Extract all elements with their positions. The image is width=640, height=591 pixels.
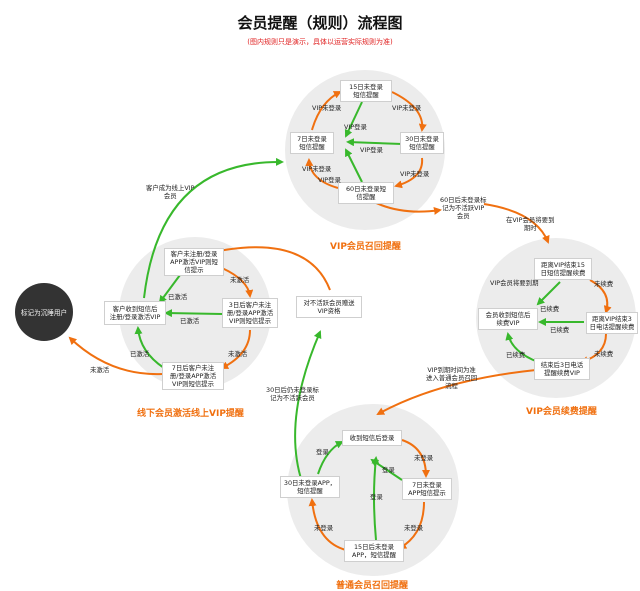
renew-label-paid-1: 已续费 — [540, 305, 560, 313]
page-title: 会员提醒（规则）流程图 — [237, 14, 403, 32]
arrow-normal-15day-to-30day — [308, 498, 347, 551]
renew-paid-box: 会员收到短信后 续费VIP — [478, 308, 538, 330]
vip-30-day-box: 30日未登录 短信提醒 — [400, 132, 444, 154]
normal-caption: 普通会员召回提醒 — [336, 581, 409, 591]
arrow-offline-7day-activated — [134, 326, 165, 369]
connector-vip-expiring: 在VIP会员将要到 期时 — [506, 216, 555, 232]
normal-label-not-login-1: 未登录 — [414, 454, 434, 462]
arrow-vip-15-login — [344, 101, 363, 138]
offline-unregistered-box: 客户未注册/登录 APP激活VIP则短 信提示 — [164, 248, 224, 276]
normal-15-day-box: 15日后未登录 APP，短信提醒 — [344, 540, 404, 562]
offline-3-day-box: 3日后客户未注 册/登录APP激活 VIP则短信提示 — [222, 298, 278, 328]
connector-normal-30-days: 30日后仍未登录标 记为不活跃会员 — [266, 386, 319, 402]
normal-label-login-3: 登录 — [370, 493, 383, 501]
arrow-vip-30-login — [346, 138, 403, 147]
normal-label-not-login-3: 未登录 — [314, 524, 334, 532]
arrow-normal-login-to-7day — [401, 439, 430, 478]
offline-caption: 线下会员激活线上VIP提醒 — [137, 409, 244, 419]
arrow-vip-60-login — [345, 148, 363, 183]
connector-offline-to-vip: 客户成为线上VIP 会员 — [146, 184, 195, 200]
vip-label-login-3: VIP登录 — [318, 176, 341, 184]
normal-login-box: 收到短信后登录 — [342, 430, 402, 446]
arrow-renew-15-paid — [536, 281, 561, 306]
arrow-offline-top-activated — [158, 274, 181, 304]
offline-label-activated-1: 已激活 — [168, 293, 188, 301]
normal-label-login-1: 登录 — [316, 448, 329, 456]
arrow-vip-60-to-7 — [305, 158, 339, 189]
connector-offline-unactivated: 未激活 — [90, 366, 110, 374]
connector-vip-60-days: 60日后未登录标 记为不活跃VIP 会员 — [440, 196, 487, 220]
renew-15-day-box: 距离VIP结束15 日短信提醒续费 — [534, 258, 592, 280]
offline-activated-box: 客户收到短信后 注册/登录激活VIP — [104, 301, 166, 325]
vip-recall-caption: VIP会员召回提醒 — [330, 242, 401, 252]
arrow-normal-30day-login — [317, 441, 344, 475]
arrow-normal-15day-login — [371, 456, 380, 541]
normal-7-day-box: 7日未登录 APP短信提示 — [402, 478, 452, 500]
arrow-renew-15-to-3 — [589, 279, 612, 314]
vip-label-login-2: VIP登录 — [360, 146, 383, 154]
vip-label-not-login-2: VIP未登录 — [392, 104, 422, 112]
renew-3-day-box: 距离VIP结束3 日电话提醒续费 — [586, 312, 638, 334]
arrow-normal-to-gift — [294, 330, 322, 483]
arrow-vip-7-to-15 — [311, 91, 342, 131]
renewal-caption: VIP会员续费提醒 — [526, 407, 597, 417]
renew-label-unpaid-1: 未续费 — [594, 280, 614, 288]
normal-30-day-box: 30日未登录APP， 短信提醒 — [280, 476, 340, 498]
offline-label-not-activated-1: 未激活 — [230, 276, 250, 284]
arrow-renew-after-paid — [505, 332, 539, 363]
renew-label-unpaid-2: 未续费 — [594, 350, 614, 358]
arrow-offline-top-to-3day — [221, 267, 254, 298]
arrow-offline-3day-activated — [164, 309, 223, 318]
renew-label-expiring: VIP会员将要到期 — [490, 279, 539, 287]
offline-label-activated-2: 已激活 — [180, 317, 200, 325]
arrow-offline-to-vip — [143, 157, 284, 299]
circle-vip-renewal — [476, 238, 636, 398]
page-subtitle: (图内规则只是演示，具体以运营实际规则为准) — [247, 38, 393, 46]
offline-label-not-activated-2: 未激活 — [228, 350, 248, 358]
offline-7-day-box: 7日后客户未注 册/登录APP激活 VIP则短信提示 — [162, 362, 224, 390]
vip-60-day-box: 60日未登录短 信提醒 — [338, 182, 394, 204]
circle-vip-recall — [285, 70, 445, 230]
arrow-offline-to-sleep — [68, 336, 163, 376]
arrow-offline-3day-to-7day — [220, 329, 251, 369]
vip-label-not-login-4: VIP未登录 — [302, 165, 332, 173]
renew-after-box: 结束后3日电话 提醒续费VIP — [534, 358, 590, 380]
arrow-vip-30-to-60 — [394, 157, 424, 189]
inactive-member-gift-box: 对不活跃会员赠送 VIP资格 — [296, 296, 362, 318]
vip-label-not-login-3: VIP未登录 — [400, 170, 430, 178]
terminal-sleeping-user: 标记为沉睡用户 — [15, 283, 73, 341]
arrow-vip-15-to-30 — [391, 91, 427, 132]
renew-label-paid-2: 已续费 — [550, 326, 570, 334]
vip-7-day-box: 7日未登录 短信提醒 — [290, 132, 334, 154]
vip-label-login-1: VIP登录 — [344, 123, 367, 131]
normal-label-login-2: 登录 — [382, 466, 395, 474]
connector-vip-expired: VIP到期时间为准 进入普通会员召回 流程 — [426, 366, 478, 390]
arrow-vip-to-renewal — [483, 203, 550, 244]
normal-label-not-login-2: 未登录 — [404, 524, 424, 532]
arrow-renewal-to-normal — [376, 369, 537, 415]
offline-label-activated-3: 已激活 — [130, 350, 150, 358]
vip-15-day-box: 15日未登录 短信提醒 — [340, 80, 392, 102]
renew-label-paid-3: 已续费 — [506, 351, 526, 359]
vip-label-not-login-1: VIP未登录 — [312, 104, 342, 112]
